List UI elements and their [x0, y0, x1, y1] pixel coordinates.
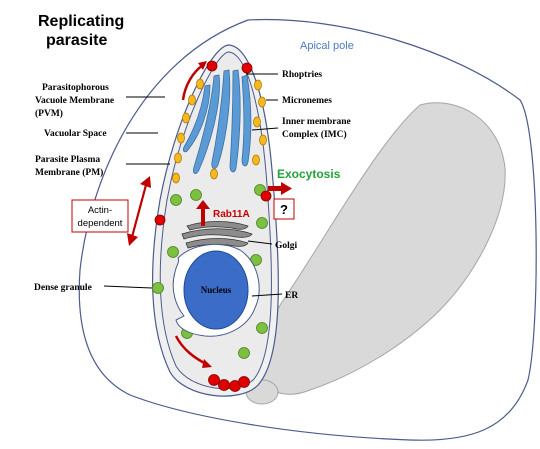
imc-label-2: Complex (IMC)	[282, 129, 347, 140]
pvm-label-1: Parasitophorous	[42, 83, 109, 93]
rab11a-arrow	[196, 200, 210, 226]
actin-label-2: dependent	[78, 218, 123, 229]
exocytosis-label: Exocytosis	[277, 167, 341, 181]
golgi-label: Golgi	[275, 241, 298, 251]
actin-double-arrow	[127, 176, 151, 246]
basal-red-dots	[208, 374, 250, 392]
rhoptries	[182, 69, 252, 174]
imc-label-1: Inner membrane	[282, 117, 351, 127]
nucleus	[183, 250, 249, 330]
nucleus-label: Nucleus	[201, 285, 232, 295]
unknown-box	[273, 198, 295, 220]
pvm-label-2: Vacuole Membrane	[35, 96, 114, 106]
apical-motion-arrow	[181, 61, 207, 101]
apical-pole-label: Apical pole	[300, 40, 354, 52]
pm-label-1: Parasite Plasma	[35, 155, 100, 165]
neighbour-parasite	[259, 102, 506, 395]
rab11a-label: Rab11A	[213, 209, 250, 220]
actin-box	[71, 199, 129, 233]
pm-label-2: Membrane (PM)	[35, 167, 103, 178]
title-line-2: parasite	[46, 32, 107, 49]
rhoptries-label: Rhoptries	[282, 70, 322, 80]
apical-red-dots	[206, 60, 253, 74]
vacuole-membrane	[78, 18, 537, 441]
pvm-label-3: (PVM)	[35, 108, 63, 119]
leader-lines	[103, 73, 283, 297]
vacuolar-space-label: Vacuolar Space	[44, 129, 107, 139]
dense-granule-label: Dense granule	[34, 283, 92, 293]
actin-label-1: Actin-	[88, 205, 112, 216]
lateral-red-dots	[154, 190, 272, 226]
unknown-mark: ?	[280, 202, 288, 217]
basal-motion-arrow	[174, 335, 212, 368]
micronemes	[172, 78, 267, 184]
title-line-1: Replicating	[38, 13, 124, 30]
micronemes-label: Micronemes	[282, 96, 332, 106]
er-label: ER	[285, 291, 298, 301]
exocytosis-arrow	[268, 182, 292, 195]
